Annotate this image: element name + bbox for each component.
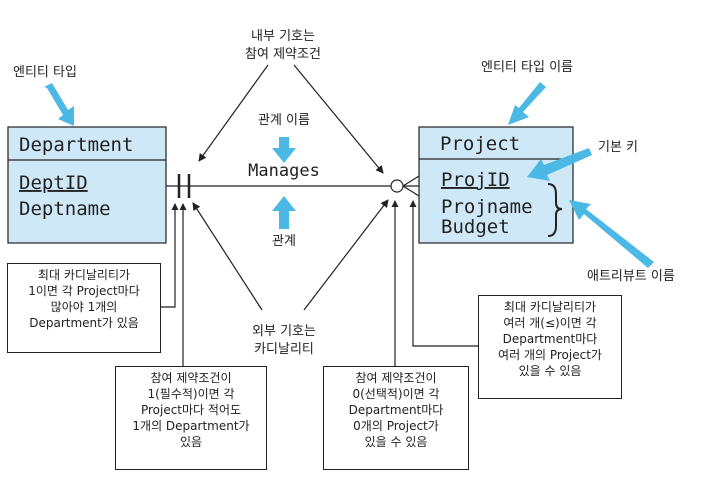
note-line: Department마다 xyxy=(348,403,444,417)
relationship-name: Manages xyxy=(248,161,320,181)
arrow-entity-type-icon xyxy=(44,83,74,126)
project-attr-budget: Budget xyxy=(441,216,510,238)
relationship-name-label: 관계 이름 xyxy=(258,113,310,128)
blue-arrows xyxy=(44,82,654,268)
diamond-lines xyxy=(192,64,389,311)
attribute-name-label: 애트리뷰트 이름 xyxy=(587,269,675,284)
entity-type-name-label: 엔티티 타입 이름 xyxy=(481,60,573,75)
project-name: Project xyxy=(440,133,520,155)
note-line: 0(선택적)이면 각 xyxy=(352,387,440,401)
note-line: 1이면 각 Project마다 xyxy=(28,284,140,298)
note-line: 1개의 Department가 xyxy=(132,419,250,433)
note-line: 1(필수적)이면 각 xyxy=(147,387,235,401)
primary-key-label: 기본 키 xyxy=(598,140,638,155)
note-project-participation: 참여 제약조건이 0(선택적)이면 각 Department마다 0개의 Pro… xyxy=(323,366,469,470)
crow-foot-lower xyxy=(402,185,420,197)
note-department-participation: 참여 제약조건이 1(필수적)이면 각 Project마다 적어도 1개의 De… xyxy=(115,366,267,470)
note-line: 참여 제약조건이 xyxy=(355,371,437,385)
entity-type-label: 엔티티 타입 xyxy=(13,65,77,80)
note-department-max-cardinality: 최대 카디날리티가 1이면 각 Project마다 많아야 1개의 Depart… xyxy=(7,263,161,353)
note-line: 여러 개의 Project가 xyxy=(498,348,602,362)
arrow-relationship-icon xyxy=(272,196,296,229)
department-entity: Department DeptID Deptname xyxy=(7,126,167,244)
project-attr-projid: ProjID xyxy=(441,169,510,191)
note-line: 여러 개(≤)이면 각 xyxy=(503,316,597,330)
arrow-attribute-name-icon xyxy=(569,200,654,268)
note-project-max-cardinality: 최대 카디날리티가 여러 개(≤)이면 각 Department마다 여러 개의… xyxy=(478,295,622,399)
outer-symbol-label-line2: 카디날리티 xyxy=(254,342,314,357)
note-line: 많아야 1개의 xyxy=(50,300,118,314)
note-line: Project마다 적어도 xyxy=(140,403,242,417)
note-line: 있음 xyxy=(179,435,203,449)
min-zero-circle xyxy=(390,179,404,193)
crow-foot-upper xyxy=(402,175,420,187)
note-line: 0개의 Project가 xyxy=(353,419,439,433)
inner-symbol-label-line1: 내부 기호는 xyxy=(251,29,315,44)
note-line: Department마다 xyxy=(502,332,598,346)
inner-symbol-label-line2: 참여 제약조건 xyxy=(245,47,321,62)
project-entity: Project ProjID Projname Budget xyxy=(418,126,574,244)
outer-symbol-label-line1: 외부 기호는 xyxy=(252,324,316,339)
note-line: 최대 카디날리티가 xyxy=(503,300,597,314)
note-line: 최대 카디날리티가 xyxy=(37,268,131,282)
arrow-primary-key-icon xyxy=(527,148,592,181)
note-line: 있을 수 있음 xyxy=(518,364,582,378)
department-attr-deptname: Deptname xyxy=(19,198,111,220)
department-attr-deptid: DeptID xyxy=(19,172,88,194)
arrow-relationship-name-icon xyxy=(272,137,296,163)
relationship-label: 관계 xyxy=(272,234,296,249)
attribute-brace xyxy=(547,183,563,237)
note-line: Department가 있음 xyxy=(29,316,139,330)
project-attr-projname: Projname xyxy=(441,196,533,218)
note-connectors xyxy=(161,200,478,366)
note-line: 참여 제약조건이 xyxy=(150,371,232,385)
department-name: Department xyxy=(19,134,133,156)
note-line: 있을 수 있음 xyxy=(364,435,428,449)
arrow-entity-type-name-icon xyxy=(508,82,546,125)
